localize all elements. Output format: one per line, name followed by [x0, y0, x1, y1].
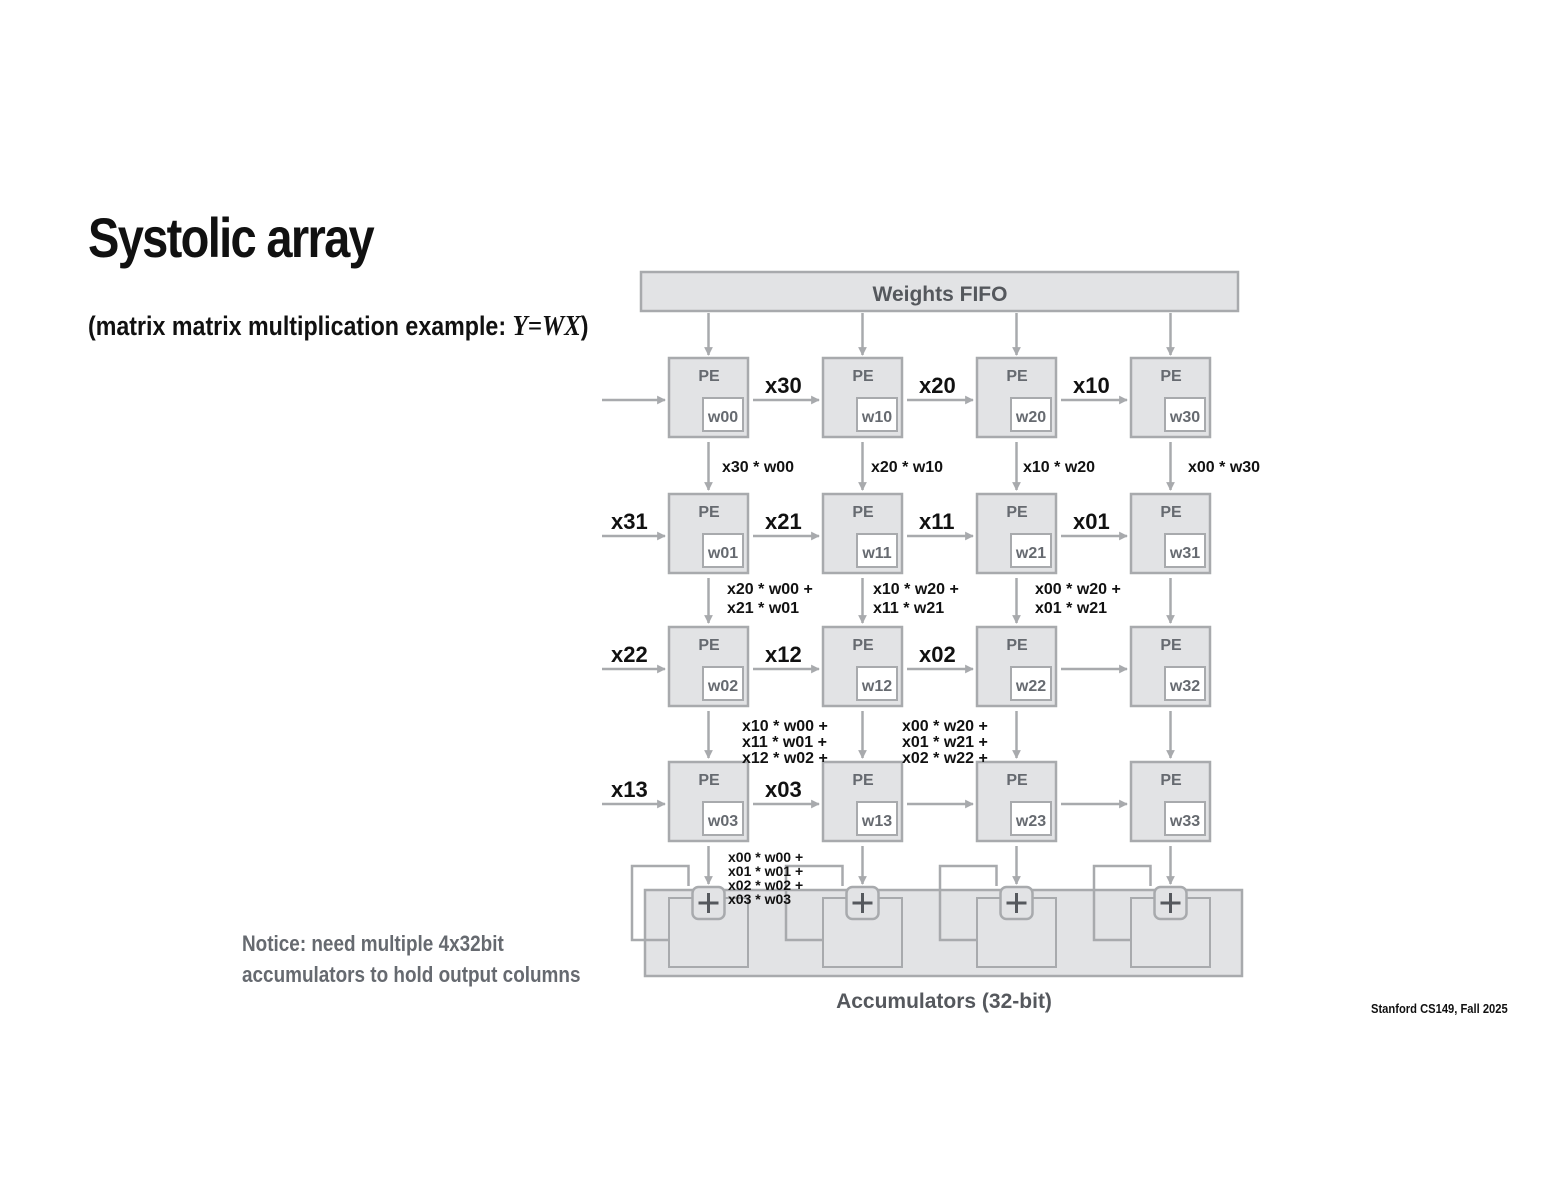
row-input-label: x10 — [1073, 373, 1110, 398]
notice-line-2: accumulators to hold output columns — [242, 962, 581, 987]
weight-register — [1010, 533, 1052, 568]
row-input-label: x22 — [611, 642, 648, 667]
row-input-label: x13 — [611, 777, 648, 802]
partial-sum-label: x10 * w00 + — [742, 718, 828, 735]
partial-sum-label: x11 * w21 — [873, 600, 944, 617]
weight-register — [702, 397, 744, 432]
pe-label: PE — [1160, 637, 1182, 654]
slide-title: Systolic array — [88, 206, 375, 269]
weight-register — [702, 801, 744, 836]
weight-label: w22 — [1015, 678, 1046, 695]
partial-sum-label: x02 * w02 + — [728, 877, 803, 893]
partial-sum-label: x21 * w01 — [727, 600, 799, 617]
weight-label: w01 — [707, 545, 738, 562]
partial-sum-label: x01 * w01 + — [728, 863, 803, 879]
footer-credit: Stanford CS149, Fall 2025 — [1371, 1001, 1508, 1016]
partial-sum-label: x11 * w01 + — [742, 734, 827, 751]
accumulator-feedback-loop — [938, 864, 998, 942]
row-input-label: x03 — [765, 777, 802, 802]
weight-register — [1164, 801, 1206, 836]
weight-label: w02 — [707, 678, 738, 695]
partial-sum-label: x20 * w00 + — [727, 581, 813, 598]
weight-register — [856, 801, 898, 836]
partial-sum-label: x12 * w02 + — [742, 750, 828, 767]
weight-register — [1164, 666, 1206, 701]
weight-label: w20 — [1015, 409, 1046, 426]
weight-register — [856, 397, 898, 432]
pe-label: PE — [1006, 772, 1028, 789]
slide-subtitle: (matrix matrix multiplication example: Y… — [88, 310, 589, 343]
partial-sum-label: x02 * w22 + — [902, 750, 988, 767]
pe-label: PE — [852, 504, 874, 521]
pe-label: PE — [1006, 368, 1028, 385]
weight-label: w10 — [861, 409, 892, 426]
accumulator-feedback-loop — [1092, 864, 1152, 942]
subtitle-suffix: ) — [580, 311, 589, 341]
weight-label: w03 — [707, 813, 738, 830]
subtitle-equation: Y=WX — [512, 310, 581, 342]
accumulators-label: Accumulators (32-bit) — [836, 990, 1052, 1013]
partial-sum-label: x00 * w30 — [1188, 459, 1260, 476]
weight-register — [702, 666, 744, 701]
weight-label: w30 — [1169, 409, 1200, 426]
pe-label: PE — [698, 772, 720, 789]
row-input-label: x02 — [919, 642, 956, 667]
weight-register — [856, 666, 898, 701]
row-input-label: x21 — [765, 509, 802, 534]
partial-sum-label: x01 * w21 + — [902, 734, 988, 751]
weight-register — [1010, 397, 1052, 432]
weight-label: w31 — [1169, 545, 1200, 562]
row-input-label: x01 — [1073, 509, 1110, 534]
weight-label: w11 — [861, 545, 891, 562]
pe-label: PE — [1006, 504, 1028, 521]
pe-label: PE — [852, 368, 874, 385]
pe-label: PE — [1160, 368, 1182, 385]
partial-sum-label: x20 * w10 — [871, 459, 943, 476]
accumulator-feedback-loop — [784, 864, 844, 942]
row-input-label: x20 — [919, 373, 956, 398]
weight-register — [1010, 801, 1052, 836]
pe-label: PE — [698, 368, 720, 385]
pe-label: PE — [1160, 772, 1182, 789]
weight-label: w23 — [1015, 813, 1046, 830]
weight-register — [702, 533, 744, 568]
weight-label: w33 — [1169, 813, 1200, 830]
subtitle-prefix: (matrix matrix multiplication example: — [88, 311, 513, 341]
partial-sum-label: x10 * w20 — [1023, 459, 1095, 476]
weight-register — [1164, 533, 1206, 568]
partial-sum-label: x00 * w20 + — [1035, 581, 1121, 598]
partial-sum-label: x01 * w21 — [1035, 600, 1107, 617]
pe-label: PE — [1160, 504, 1182, 521]
weight-register — [856, 533, 898, 568]
partial-sum-label: x30 * w00 — [722, 459, 794, 476]
row-input-label: x31 — [611, 509, 648, 534]
partial-sum-label: x00 * w20 + — [902, 718, 988, 735]
row-input-label: x12 — [765, 642, 802, 667]
pe-label: PE — [698, 637, 720, 654]
partial-sum-label: x00 * w00 + — [728, 849, 803, 865]
weights-fifo-label: Weights FIFO — [873, 283, 1008, 306]
weight-label: w13 — [861, 813, 892, 830]
row-input-label: x11 — [919, 509, 955, 534]
partial-sum-label: x10 * w20 + — [873, 581, 959, 598]
row-input-label: x30 — [765, 373, 802, 398]
notice-text: Notice: need multiple 4x32bit accumulato… — [242, 928, 580, 990]
pe-label: PE — [852, 772, 874, 789]
pe-label: PE — [698, 504, 720, 521]
partial-sum-label: x03 * w03 — [728, 891, 791, 907]
pe-label: PE — [852, 637, 874, 654]
weight-label: w00 — [707, 409, 738, 426]
notice-line-1: Notice: need multiple 4x32bit — [242, 931, 504, 956]
weight-label: w12 — [861, 678, 892, 695]
weight-register — [1010, 666, 1052, 701]
weight-label: w32 — [1169, 678, 1200, 695]
accumulator-feedback-loop — [630, 864, 690, 942]
weight-label: w21 — [1015, 545, 1046, 562]
weight-register — [1164, 397, 1206, 432]
pe-label: PE — [1006, 637, 1028, 654]
weights-fifo — [639, 270, 1240, 313]
